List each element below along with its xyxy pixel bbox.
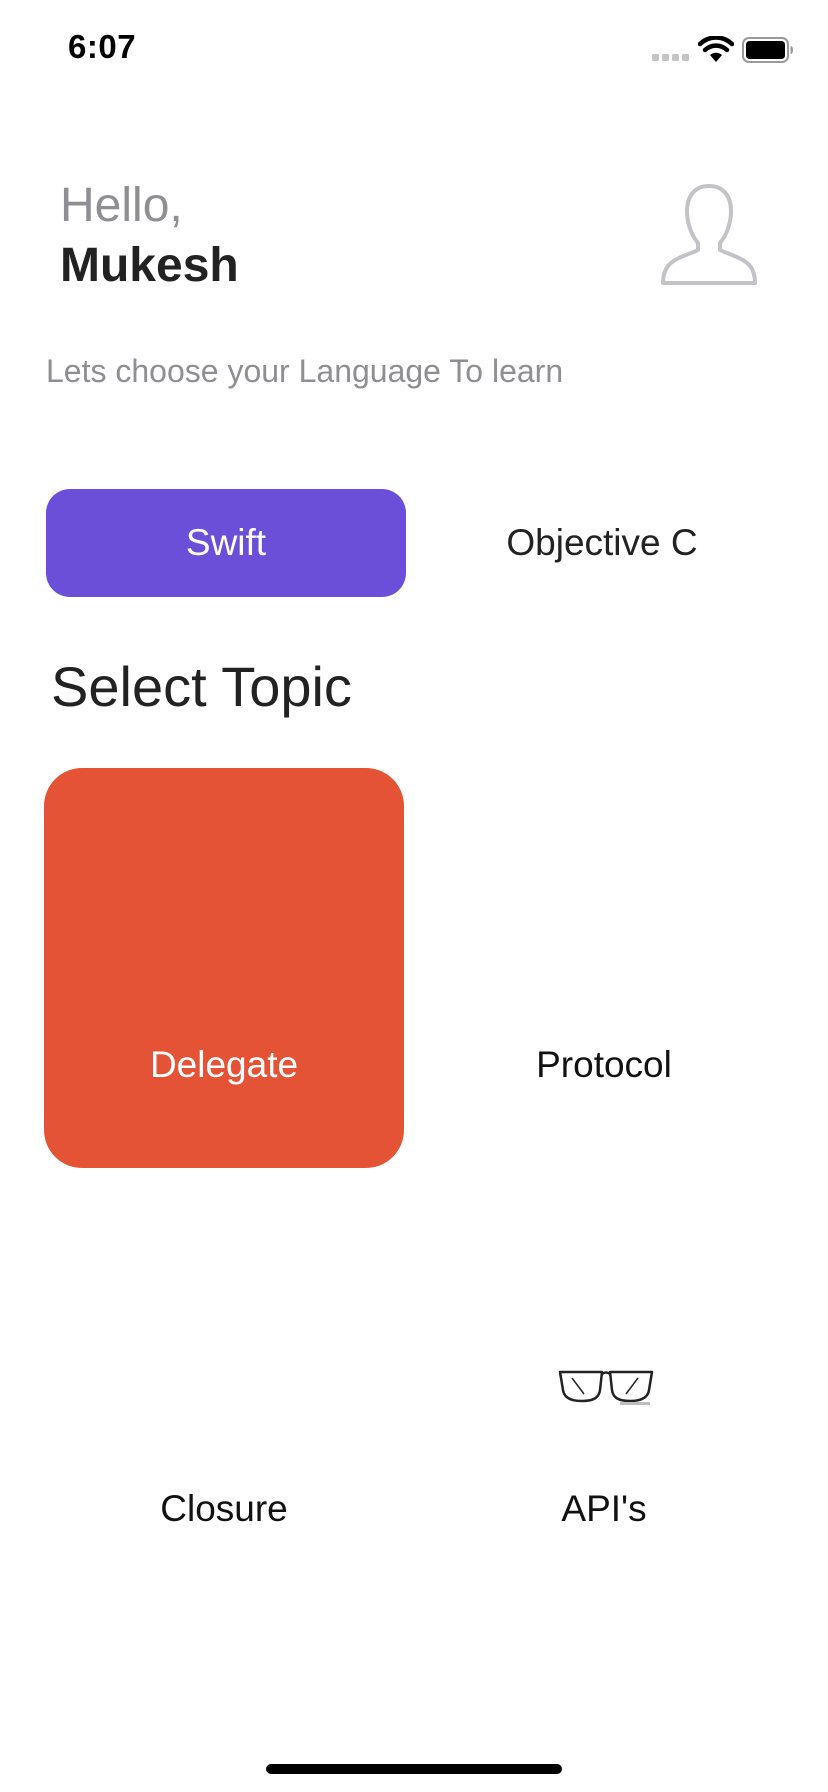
home-indicator[interactable]: [266, 1764, 562, 1774]
status-time: 6:07: [68, 28, 137, 65]
battery-icon: [742, 37, 793, 63]
topic-label: Protocol: [536, 1044, 672, 1085]
greeting-text: Hello,: [60, 179, 183, 232]
topic-card-apis[interactable]: API's: [424, 1216, 784, 1616]
person-silhouette-icon[interactable]: [660, 180, 758, 290]
topic-label: Closure: [160, 1488, 288, 1529]
wifi-icon: [698, 36, 734, 62]
subtitle: Lets choose your Language To learn: [46, 353, 564, 389]
topic-label: Delegate: [149, 1044, 299, 1085]
language-swift-button[interactable]: Swift: [46, 489, 406, 597]
topic-card-protocol[interactable]: Protocol: [424, 768, 784, 1168]
topic-label: API's: [561, 1488, 647, 1529]
eyeglasses-icon: [558, 1370, 654, 1405]
topic-card-delegate[interactable]: Delegate: [44, 768, 404, 1168]
topic-card-closure[interactable]: Closure: [44, 1216, 404, 1616]
cellular-signal-icon: [652, 52, 692, 62]
section-title: Select Topic: [51, 655, 352, 718]
user-name: Mukesh: [60, 239, 239, 292]
language-objective-c-button[interactable]: Objective C: [506, 522, 698, 563]
